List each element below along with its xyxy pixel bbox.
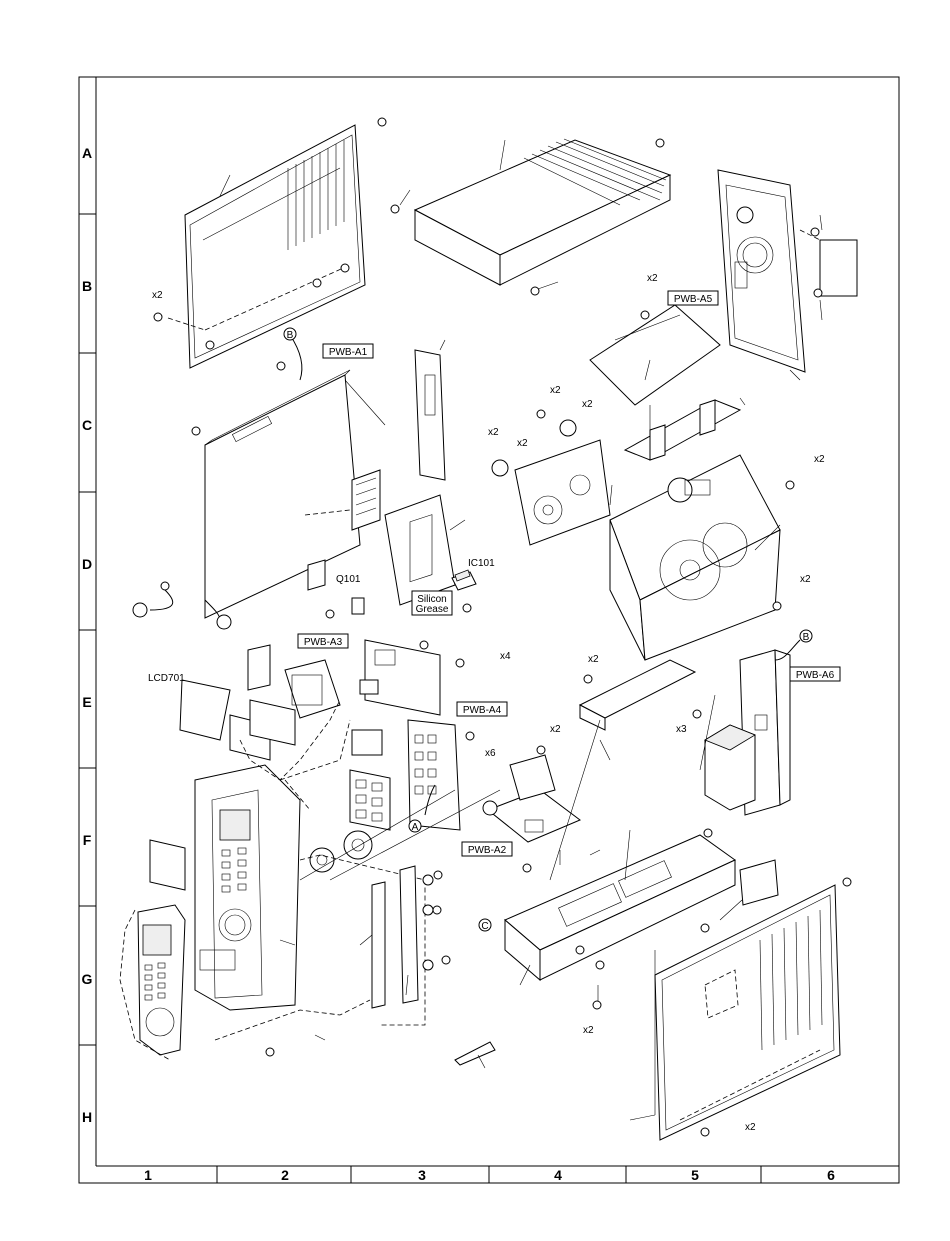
- ic101-part: [452, 570, 476, 590]
- gear-bracket-part: [492, 420, 612, 545]
- svg-text:PWB-A2: PWB-A2: [468, 845, 507, 856]
- label-pwb-a2: PWB-A2: [462, 842, 512, 856]
- circled-ref-b-right: B: [800, 630, 812, 643]
- rear-panel-part: [168, 123, 365, 368]
- svg-text:C: C: [481, 921, 488, 932]
- circled-ref-a: A: [409, 820, 421, 833]
- qty-x2: x2: [583, 1025, 594, 1036]
- row-label-d: D: [82, 556, 92, 572]
- front-panel-part: [195, 765, 300, 1010]
- svg-text:B: B: [803, 632, 810, 643]
- label-pwb-a3: PWB-A3: [298, 634, 348, 648]
- qty-x2: x2: [152, 290, 163, 301]
- qty-x2: x2: [647, 273, 658, 284]
- svg-text:A: A: [412, 822, 419, 833]
- row-label-c: C: [82, 417, 92, 433]
- bracket-part: [625, 398, 745, 460]
- qty-x2: x2: [800, 574, 811, 585]
- transformer-part: [705, 725, 755, 810]
- qty-x2: x2: [517, 438, 528, 449]
- svg-text:Grease: Grease: [416, 604, 449, 615]
- volume-knob-part: [310, 831, 372, 872]
- col-label-6: 6: [827, 1167, 835, 1183]
- col-label-3: 3: [418, 1167, 426, 1183]
- row-label-a: A: [82, 145, 92, 161]
- pwb-a2-part: [483, 755, 580, 842]
- bottom-panel-part: [655, 885, 840, 1140]
- front-overlay-part: [138, 840, 185, 1055]
- label-sticker-part: [740, 860, 778, 905]
- cd-mechanism-part: [610, 455, 780, 660]
- col-label-5: 5: [691, 1167, 699, 1183]
- label-pwb-a6: PWB-A6: [790, 667, 840, 681]
- qty-x3: x3: [676, 724, 687, 735]
- qty-x2: x2: [582, 399, 593, 410]
- qty-x6: x6: [485, 748, 496, 759]
- label-silicon-grease: Silicon Grease: [412, 591, 452, 615]
- lcd701-part: [180, 680, 295, 760]
- col-label-1: 1: [144, 1167, 152, 1183]
- qty-x2: x2: [488, 427, 499, 438]
- row-label-h: H: [82, 1109, 92, 1125]
- side-panel-part: [718, 170, 857, 380]
- qty-x2: x2: [814, 454, 825, 465]
- cable-tie-part: [455, 1042, 495, 1068]
- qty-x2: x2: [588, 654, 599, 665]
- svg-text:PWB-A4: PWB-A4: [463, 705, 502, 716]
- svg-text:B: B: [287, 330, 294, 341]
- svg-text:PWB-A6: PWB-A6: [796, 670, 835, 681]
- row-label-b: B: [82, 278, 92, 294]
- label-lcd701: LCD701: [148, 673, 185, 684]
- top-cabinet-part: [400, 139, 670, 290]
- label-pwb-a4: PWB-A4: [457, 702, 507, 716]
- circled-ref-b-top: B: [284, 328, 296, 341]
- qty-x4: x4: [500, 651, 511, 662]
- row-label-g: G: [82, 971, 93, 987]
- col-label-4: 4: [554, 1167, 562, 1183]
- q101-part: [352, 598, 364, 614]
- qty-x2: x2: [745, 1122, 756, 1133]
- qty-x2: x2: [550, 385, 561, 396]
- svg-text:PWB-A1: PWB-A1: [329, 347, 368, 358]
- row-label-e: E: [82, 694, 91, 710]
- label-q101: Q101: [336, 574, 361, 585]
- button-cluster-part: [350, 730, 390, 830]
- pwb-a4-part: [408, 720, 460, 830]
- chassis-plate-part: [385, 340, 465, 605]
- knob-strip-part: [372, 866, 433, 1008]
- row-label-f: F: [83, 832, 92, 848]
- qty-x2: x2: [550, 724, 561, 735]
- label-ic101: IC101: [468, 558, 495, 569]
- svg-text:PWB-A5: PWB-A5: [674, 294, 713, 305]
- circled-ref-c: C: [479, 919, 491, 932]
- heatsink-part: [308, 560, 325, 590]
- chassis-rail-part: [580, 660, 695, 760]
- svg-text:PWB-A3: PWB-A3: [304, 637, 343, 648]
- label-pwb-a1: PWB-A1: [323, 344, 373, 358]
- display-bracket-part: [360, 640, 440, 715]
- col-label-2: 2: [281, 1167, 289, 1183]
- label-pwb-a5: PWB-A5: [668, 291, 718, 305]
